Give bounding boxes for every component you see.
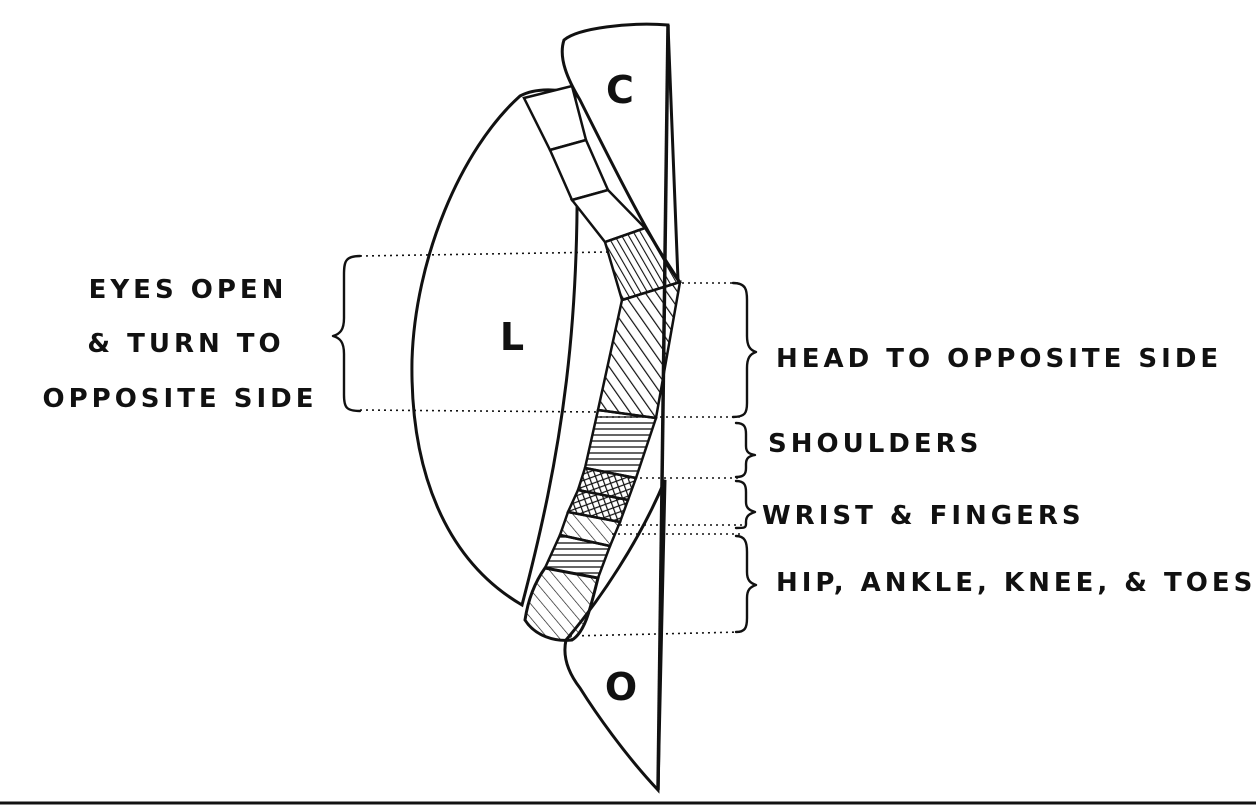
left-label-line-1: EYES OPEN: [89, 275, 288, 305]
dotted-guides: [359, 251, 743, 637]
left-label-line-2: & TURN TO: [87, 329, 284, 359]
label-wrist: WRIST & FINGERS: [762, 501, 1085, 531]
left-brace: [331, 254, 362, 413]
midline: [656, 24, 670, 791]
strip-band-blank-2: [548, 138, 610, 202]
strip-band-shoulders: [583, 408, 658, 480]
label-legs: HIP, ANKLE, KNEE, & TOES.: [776, 568, 1256, 598]
brace-shoulders: [734, 421, 757, 479]
region-l-lobe: [410, 88, 579, 608]
left-label-line-3: OPPOSITE SIDE: [42, 384, 317, 414]
motor-strip: [522, 84, 682, 642]
brace-wrist: [734, 479, 757, 530]
label-head: HEAD TO OPPOSITE SIDE: [776, 344, 1222, 374]
region-l-label: L: [500, 315, 524, 359]
strip-band-legs: [523, 566, 600, 642]
strip-band-head: [596, 280, 682, 420]
region-o-label: O: [605, 665, 637, 709]
label-shoulders: SHOULDERS: [768, 429, 982, 459]
brace-head: [731, 281, 758, 419]
region-c-label: C: [606, 68, 634, 112]
brace-legs: [734, 534, 758, 634]
region-o-shape: [563, 479, 667, 794]
